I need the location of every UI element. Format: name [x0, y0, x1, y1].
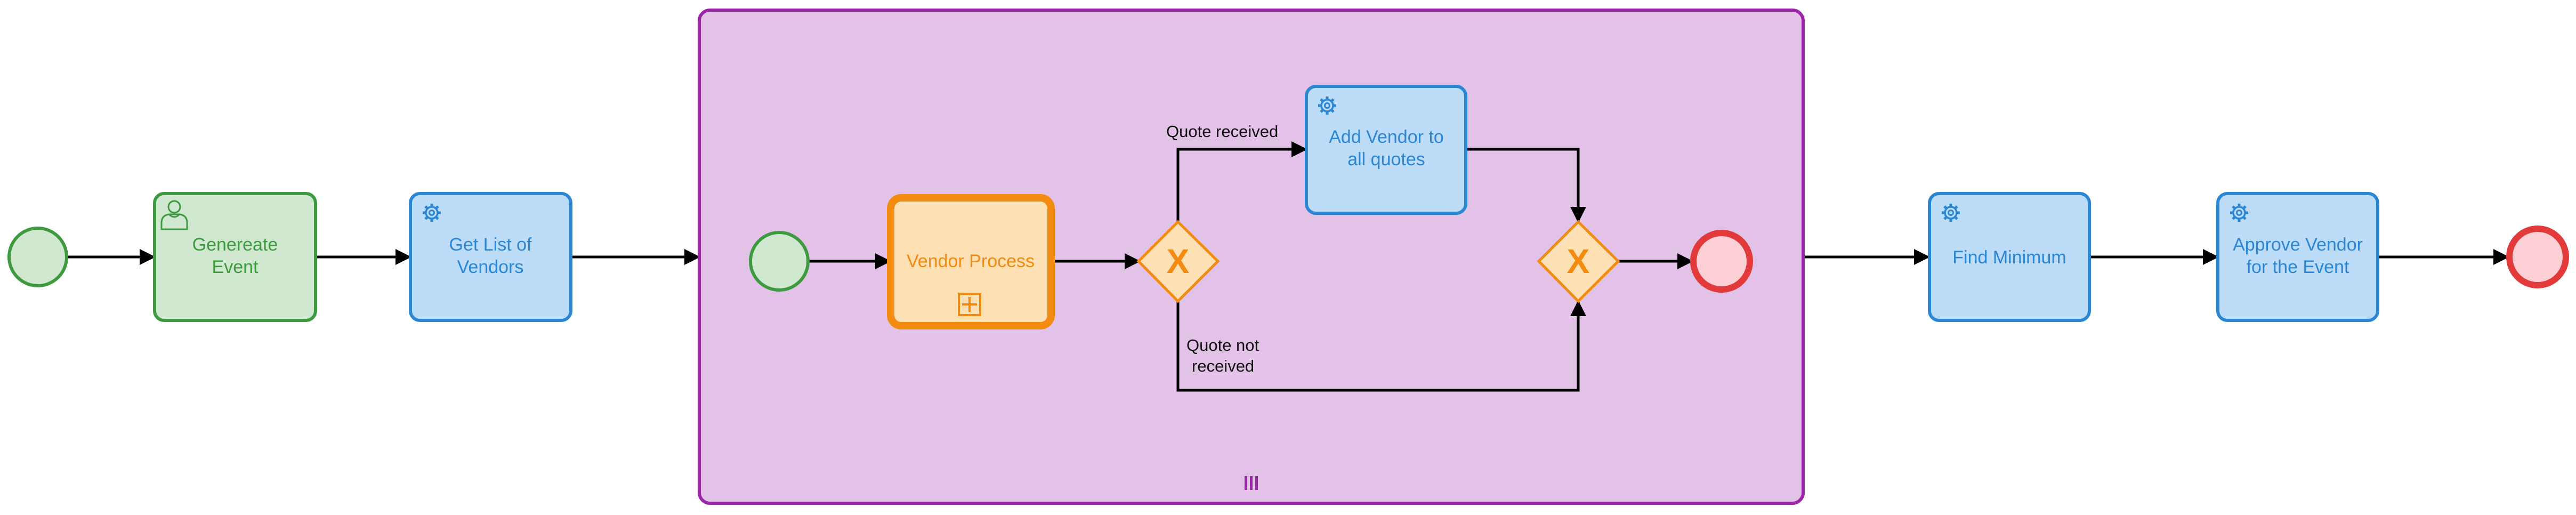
- end-event[interactable]: [2506, 226, 2569, 288]
- task-generate-event-label-2: Event: [212, 257, 259, 277]
- subprocess-end-event[interactable]: [1690, 230, 1753, 293]
- flow-label-quote-not-received-1: Quote not: [1186, 336, 1259, 355]
- task-vendor-process[interactable]: Vendor Process: [887, 194, 1055, 329]
- task-add-vendor-label-1: Add Vendor to: [1329, 127, 1444, 147]
- task-generate-event[interactable]: Genereate Event: [153, 192, 317, 322]
- task-generate-event-label-1: Genereate: [192, 235, 278, 255]
- collapsed-subprocess-icon: [958, 293, 981, 316]
- flow-add-vendor-to-merge[interactable]: [1466, 148, 1586, 223]
- gateway-split-symbol: X: [1167, 242, 1190, 280]
- task-approve-vendor-label-1: Approve Vendor: [2233, 235, 2363, 255]
- task-get-vendors-label-1: Get List of: [449, 235, 532, 255]
- task-vendor-process-label: Vendor Process: [907, 251, 1035, 271]
- gateway-split[interactable]: X: [1136, 220, 1220, 303]
- task-add-vendor[interactable]: Add Vendor to all quotes: [1305, 85, 1467, 215]
- gateway-merge[interactable]: X: [1537, 220, 1620, 303]
- gateway-merge-symbol: X: [1567, 242, 1590, 280]
- subprocess-start-event[interactable]: [749, 231, 810, 292]
- subprocess-vendor-quotes[interactable]: Quote received Quote not received Vendor…: [698, 9, 1805, 505]
- task-approve-vendor[interactable]: Approve Vendor for the Event: [2216, 192, 2379, 322]
- task-get-vendors[interactable]: Get List of Vendors: [409, 192, 572, 322]
- flow-label-quote-not-received-2: received: [1192, 357, 1254, 375]
- task-find-minimum[interactable]: Find Minimum: [1928, 192, 2091, 322]
- flows-subprocess: [809, 141, 1693, 392]
- flow-quote-received[interactable]: [1176, 141, 1307, 222]
- task-find-minimum-label: Find Minimum: [1952, 247, 2066, 268]
- task-get-vendors-label-2: Vendors: [457, 257, 524, 277]
- multi-instance-marker-icon: [1245, 476, 1258, 490]
- flow-label-quote-received: Quote received: [1166, 122, 1278, 141]
- user-icon: [160, 200, 188, 230]
- task-approve-vendor-label-2: for the Event: [2247, 257, 2349, 277]
- start-event[interactable]: [7, 227, 68, 287]
- task-add-vendor-label-2: all quotes: [1347, 149, 1425, 170]
- flow-quote-not-received[interactable]: [1176, 300, 1586, 392]
